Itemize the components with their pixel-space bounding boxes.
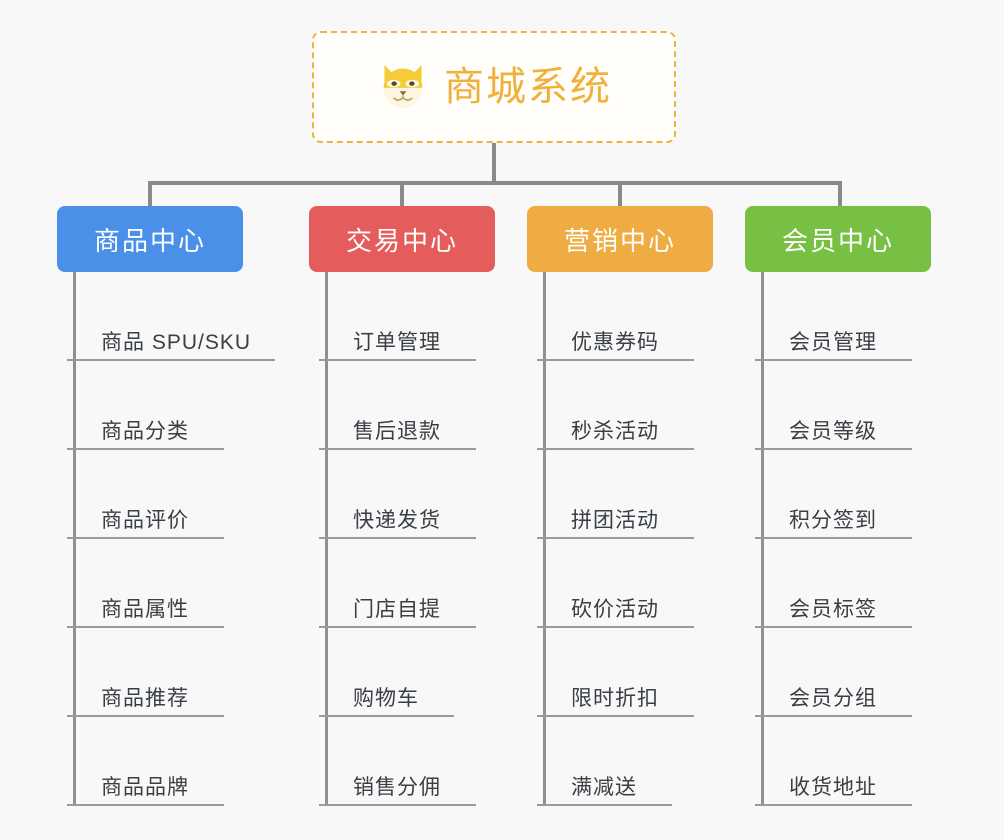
leaf-label: 满减送	[571, 775, 637, 799]
leaf-underline	[755, 448, 912, 450]
leaf-underline	[755, 537, 912, 539]
category-spine-2	[325, 272, 328, 806]
leaf-underline	[755, 626, 912, 628]
connector-root-stem	[492, 143, 496, 183]
leaf-underline	[67, 448, 224, 450]
leaf-label: 快递发货	[353, 508, 441, 532]
leaf-label: 会员等级	[789, 419, 877, 443]
connector-drop-4	[838, 181, 842, 208]
leaf-label: 商品分类	[101, 419, 189, 443]
leaf-label: 商品 SPU/SKU	[101, 330, 252, 354]
leaf-underline	[319, 626, 476, 628]
leaf-underline	[537, 448, 694, 450]
leaf-label: 限时折扣	[571, 686, 659, 710]
leaf-underline	[319, 537, 476, 539]
leaf-underline	[537, 359, 694, 361]
connector-drop-2	[400, 181, 404, 208]
connector-drop-1	[148, 181, 152, 208]
category-header-label: 会员中心	[781, 225, 894, 256]
root-node[interactable]: 商城系统	[312, 31, 676, 143]
leaf-label: 会员管理	[789, 330, 877, 354]
leaf-underline	[319, 804, 476, 806]
leaf-label: 商品品牌	[101, 775, 189, 799]
leaf-label: 购物车	[353, 686, 419, 710]
leaf-label: 砍价活动	[571, 597, 659, 621]
category-header-2[interactable]: 交易中心	[309, 206, 495, 272]
leaf-underline	[67, 626, 224, 628]
leaf-label: 秒杀活动	[571, 419, 659, 443]
leaf-underline	[319, 715, 454, 717]
category-spine-1	[73, 272, 76, 806]
leaf-underline	[537, 626, 694, 628]
category-header-1[interactable]: 商品中心	[57, 206, 243, 272]
leaf-label: 商品评价	[101, 508, 189, 532]
root-title: 商城系统	[444, 65, 612, 109]
leaf-underline	[537, 537, 694, 539]
leaf-underline	[319, 448, 476, 450]
connector-horizontal-bus	[148, 181, 840, 185]
leaf-underline	[755, 359, 912, 361]
leaf-underline	[755, 715, 912, 717]
leaf-label: 积分签到	[789, 508, 877, 532]
leaf-label: 会员分组	[789, 686, 877, 710]
leaf-underline	[537, 715, 694, 717]
leaf-label: 售后退款	[353, 419, 441, 443]
leaf-underline	[755, 804, 912, 806]
leaf-label: 拼团活动	[571, 508, 659, 532]
category-spine-3	[543, 272, 546, 806]
leaf-label: 商品推荐	[101, 686, 189, 710]
leaf-label: 销售分佣	[353, 775, 441, 799]
category-header-4[interactable]: 会员中心	[745, 206, 931, 272]
leaf-label: 收货地址	[789, 775, 877, 799]
leaf-underline	[537, 804, 672, 806]
leaf-underline	[67, 359, 275, 361]
leaf-underline	[67, 804, 224, 806]
leaf-underline	[67, 715, 224, 717]
shiba-dog-face-icon	[383, 65, 423, 108]
category-header-label: 交易中心	[345, 225, 458, 256]
leaf-underline	[319, 359, 476, 361]
leaf-label: 门店自提	[353, 597, 441, 621]
category-header-label: 商品中心	[93, 225, 206, 256]
leaf-label: 优惠券码	[571, 330, 659, 354]
category-header-label: 营销中心	[563, 225, 676, 256]
leaf-underline	[67, 537, 224, 539]
leaf-label: 商品属性	[101, 597, 189, 621]
leaf-label: 会员标签	[789, 597, 877, 621]
category-spine-4	[761, 272, 764, 806]
category-header-3[interactable]: 营销中心	[527, 206, 713, 272]
connector-drop-3	[618, 181, 622, 208]
leaf-label: 订单管理	[353, 330, 441, 354]
